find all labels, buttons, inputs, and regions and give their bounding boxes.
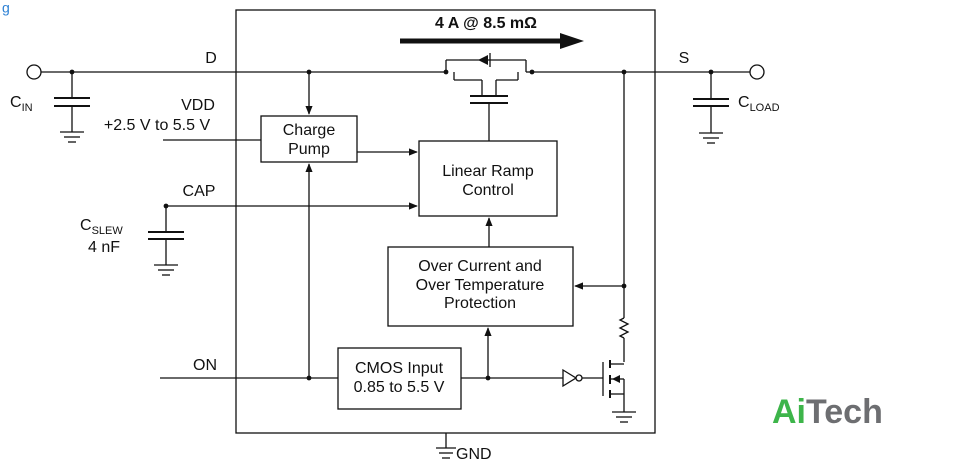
- cmos-input-line2: 0.85 to 5.5 V: [354, 379, 445, 396]
- charge-pump-block: [260, 115, 358, 163]
- cslew-label: CSLEW: [80, 217, 123, 237]
- gnd-label: GND: [456, 446, 492, 463]
- current-label: 4 A @ 8.5 mΩ: [435, 15, 537, 32]
- on-label: ON: [193, 357, 217, 374]
- linear-ramp-line1: Linear Ramp: [442, 163, 534, 180]
- pin-s-label: S: [679, 50, 690, 67]
- cmos-input-block: [337, 347, 462, 410]
- charge-pump-line2: Pump: [288, 141, 330, 158]
- pass-mosfet: [440, 53, 535, 141]
- inverter-gate: [562, 368, 603, 388]
- aitech-watermark: AiTech: [772, 393, 883, 431]
- main-rail: [26, 64, 765, 80]
- cap-label: CAP: [183, 183, 216, 200]
- cload-capacitor: [693, 69, 729, 144]
- corner-mark: g: [2, 0, 10, 15]
- cload-label: CLOAD: [738, 94, 780, 114]
- cmos-input-line1: CMOS Input: [355, 360, 444, 377]
- vdd-range-label: +2.5 V to 5.5 V: [104, 117, 211, 134]
- linear-ramp-line2: Control: [462, 182, 514, 199]
- cin-label: CIN: [10, 94, 33, 114]
- current-arrow: [400, 33, 584, 49]
- pin-d-label: D: [205, 50, 217, 67]
- gnd-symbol: [436, 433, 456, 459]
- protection-line3: Protection: [444, 295, 516, 312]
- protection-line2: Over Temperature: [416, 277, 545, 294]
- discharge-mosfet: [602, 360, 636, 423]
- protection-block: [387, 246, 574, 327]
- protection-line1: Over Current and: [418, 258, 542, 275]
- cslew-value: 4 nF: [88, 239, 120, 256]
- linear-ramp-block: [418, 140, 558, 217]
- cin-capacitor: [54, 69, 90, 143]
- pulldown-resistor: [618, 317, 630, 339]
- cslew-capacitor: [148, 206, 184, 276]
- charge-pump-line1: Charge: [283, 122, 336, 139]
- vdd-label: VDD: [181, 97, 215, 114]
